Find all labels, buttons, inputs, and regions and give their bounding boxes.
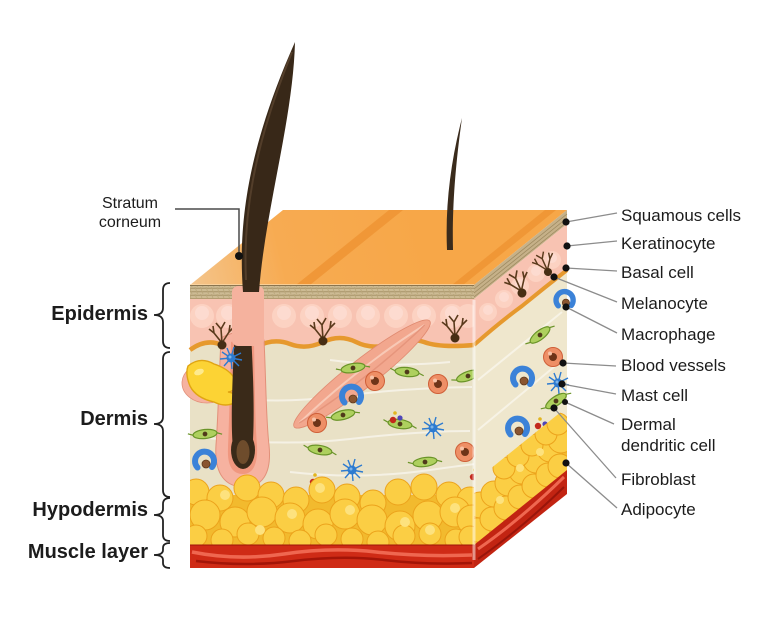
- muscle-layer-band: [190, 544, 474, 568]
- hair-shaft-large: [241, 42, 295, 292]
- left-leaders: [153, 208, 243, 569]
- right-leaders: [553, 212, 618, 509]
- brace-hypodermis: [153, 497, 171, 542]
- label-fibroblast: Fibroblast: [621, 470, 696, 489]
- label-keratinocyte: Keratinocyte: [621, 234, 716, 253]
- hair-canal: [232, 286, 264, 346]
- label-blood-vessels: Blood vessels: [621, 356, 726, 375]
- label-stratum-corneum: Stratum corneum: [98, 195, 162, 231]
- muscle-layer-side: [474, 470, 567, 568]
- brace-epidermis: [153, 282, 171, 349]
- label-muscle-layer: Muscle layer: [27, 541, 148, 563]
- sebaceous-gland: [181, 359, 238, 406]
- brace-dermis: [153, 351, 171, 498]
- side-face: [472, 210, 574, 568]
- hair-shaft-small: [446, 118, 462, 250]
- right-leader-dots: [550, 218, 571, 467]
- label-squamous-cells: Squamous cells: [621, 206, 742, 225]
- label-dermis: Dermis: [80, 408, 148, 430]
- label-epidermis: Epidermis: [51, 303, 148, 325]
- brace-muscle: [153, 542, 171, 569]
- hypodermis-fat-side: [474, 412, 567, 545]
- label-dermal-dendritic-cell: Dermal dendritic cell: [621, 415, 716, 455]
- hypodermis-fat: [190, 473, 474, 545]
- skin-surface-top: [190, 210, 567, 286]
- label-adipocyte: Adipocyte: [621, 500, 696, 519]
- label-hypodermis: Hypodermis: [32, 499, 148, 521]
- label-macrophage: Macrophage: [621, 325, 716, 344]
- label-basal-cell: Basal cell: [621, 263, 694, 282]
- label-melanocyte: Melanocyte: [621, 294, 708, 313]
- label-mast-cell: Mast cell: [621, 386, 689, 405]
